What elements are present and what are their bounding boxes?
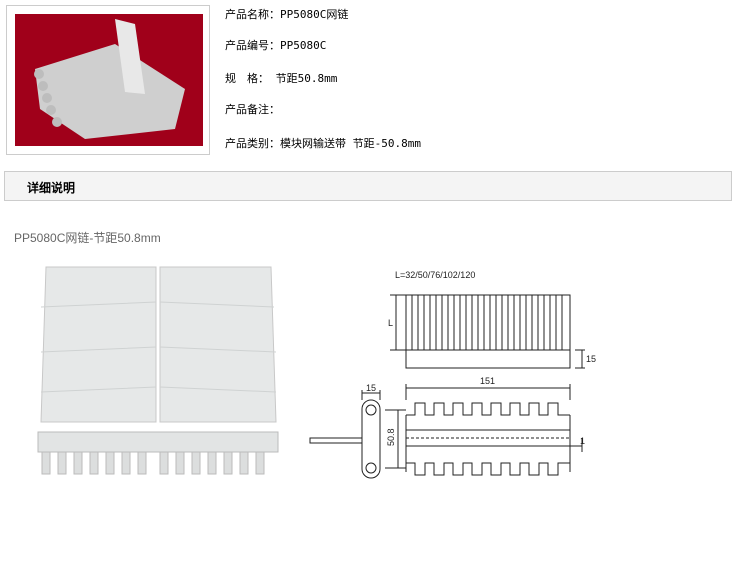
details-caption: PP5080C网链-节距50.8mm — [14, 231, 161, 245]
dim-l-label: L=32/50/76/102/120 — [395, 270, 475, 280]
product-category: 产品类别：模块网输送带 节距-50.8mm — [225, 137, 421, 150]
dim-l: L — [388, 318, 393, 328]
dim-1: 1 — [580, 436, 585, 446]
product-name: 产品名称：PP5080C网链 — [225, 8, 349, 21]
product-spec: 规 格： 节距50.8mm — [225, 72, 338, 85]
dim-151: 151 — [480, 376, 495, 386]
product-code: 产品编号：PP5080C — [225, 39, 327, 52]
dim-50-8: 50.8 — [386, 428, 396, 446]
product-remark: 产品备注： — [225, 103, 280, 116]
belt-photo — [37, 266, 279, 475]
details-header: 详细说明 — [4, 171, 732, 201]
dim-15-right: 15 — [586, 354, 596, 364]
details-title: 详细说明 — [27, 181, 76, 195]
dim-15-left: 15 — [366, 383, 376, 393]
product-thumbnail[interactable] — [6, 5, 210, 155]
product-photo — [15, 14, 203, 146]
technical-drawing: L=32/50/76/102/120 L 15 151 15 50.8 1 — [309, 270, 596, 479]
